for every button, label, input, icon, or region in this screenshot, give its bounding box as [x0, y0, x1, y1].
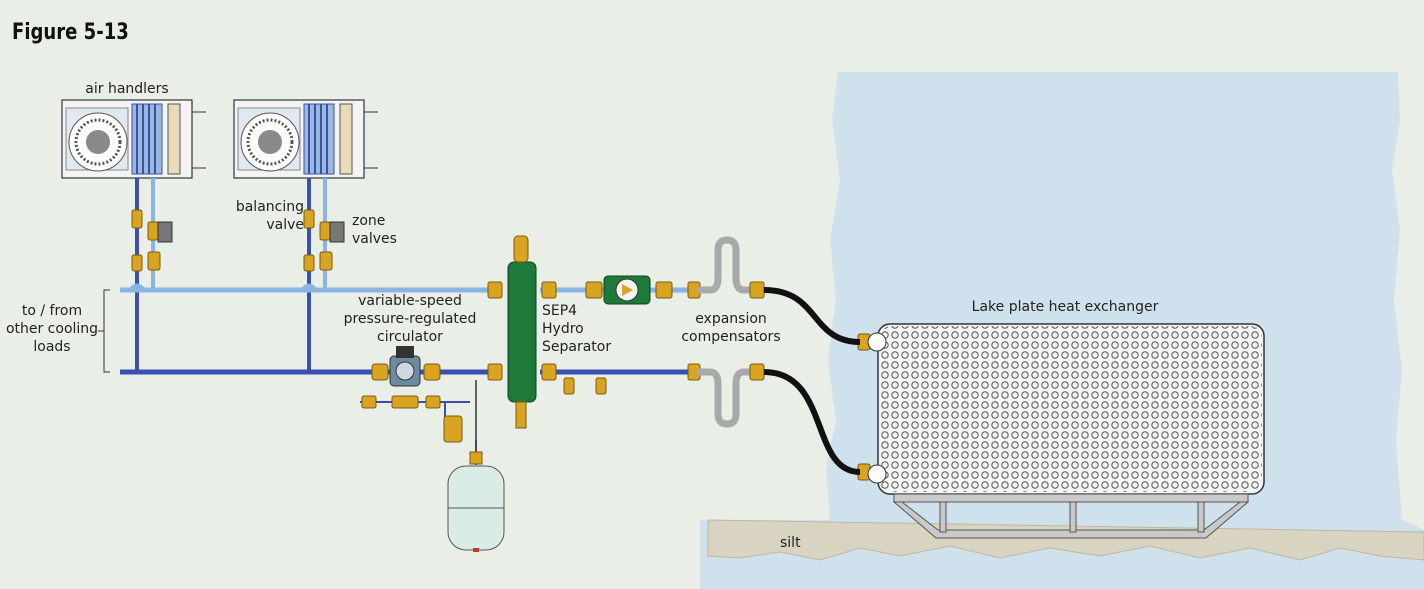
separator-label-line2: Hydro: [542, 321, 584, 337]
separator-label-line3: Separator: [542, 339, 612, 355]
circulator-label-line2: pressure-regulated: [343, 311, 477, 327]
circulator-label: variable-speed pressure-regulated circul…: [330, 292, 490, 346]
balancing-valve-label-line1: balancing: [235, 199, 304, 215]
compensator-fittings: [749, 281, 871, 481]
silt-layer: [707, 519, 1424, 561]
lake-loop-pump: [563, 275, 701, 395]
other-loads-label-line2: other cooling: [5, 321, 99, 337]
expansion-label-line2: compensators: [681, 329, 781, 345]
heat-exchanger-label: Lake plate heat exchanger: [971, 299, 1159, 315]
expansion-label-line1: expansion: [695, 311, 767, 327]
circulator-pump: [371, 346, 441, 387]
loads-bracket: [98, 289, 110, 373]
silt-label: silt: [780, 535, 801, 551]
zone-valves-label-line1: zone: [352, 213, 386, 229]
other-loads-label-line1: to / from: [21, 303, 83, 319]
balancing-valves: [131, 209, 315, 272]
expansion-compensators: [696, 236, 756, 428]
separator-label-line1: SEP4: [542, 303, 578, 319]
zone-valves: [147, 221, 345, 271]
balancing-valve-label-line2: valve: [266, 217, 304, 233]
lake-hoses: [763, 287, 861, 475]
hydro-separator: [487, 235, 557, 429]
circulator-label-line3: circulator: [377, 329, 443, 345]
other-loads-label-line3: loads: [33, 339, 71, 355]
separator-label: SEP4 Hydro Separator: [542, 302, 632, 356]
balancing-valve-label: balancing valve: [212, 198, 304, 234]
figure-title: Figure 5-13: [12, 20, 129, 45]
zone-valves-label: zone valves: [352, 212, 422, 248]
zone-valves-label-line2: valves: [352, 231, 397, 247]
exchanger-stand: [892, 493, 1250, 539]
other-loads-label: to / from other cooling loads: [4, 302, 100, 356]
expansion-tank: [447, 465, 505, 552]
circulator-label-line1: variable-speed: [358, 293, 462, 309]
air-handlers-label: air handlers: [85, 81, 169, 97]
expansion-compensators-label: expansion compensators: [668, 310, 794, 346]
lake-plate-heat-exchanger: [867, 323, 1265, 495]
air-handler-1: [61, 99, 206, 179]
air-handler-2: [233, 99, 378, 179]
fill-valve-assembly: [360, 380, 483, 465]
